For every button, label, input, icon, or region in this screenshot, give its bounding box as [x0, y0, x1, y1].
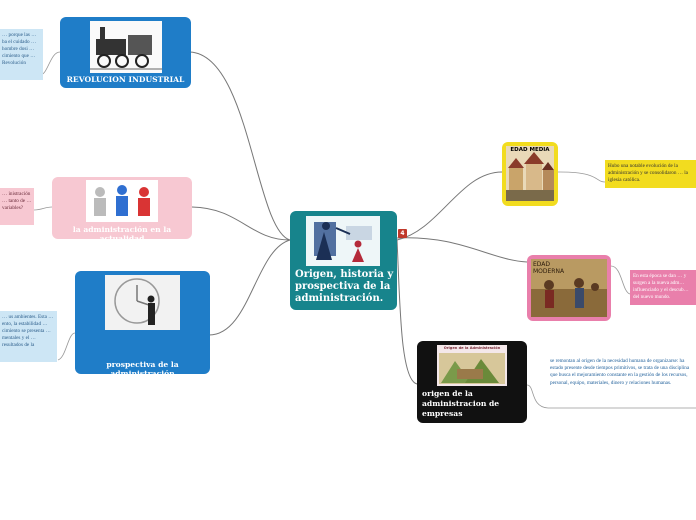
clock-businessman-image — [105, 275, 180, 330]
renaissance-painting-image — [531, 259, 607, 317]
topic-revolucion-industrial[interactable]: REVOLUCION INDUSTRIAL — [60, 17, 191, 88]
topic-prospectiva-label: prospectiva de la administración — [106, 360, 179, 378]
topic-edad-moderna-label: EDAD MODERNA — [533, 261, 565, 275]
topic-administracion-actualidad-label: la administración en la actualidad — [72, 225, 172, 243]
topic-origen-administracion-empresas[interactable]: Origen de la Administración origen de la… — [417, 341, 527, 423]
medieval-town-image — [506, 146, 554, 201]
origen-administracion-image — [437, 345, 507, 386]
topic-administracion-actualidad[interactable]: la administración en la actualidad — [52, 177, 192, 243]
central-topic[interactable]: Origen, historia y prospectiva de la adm… — [290, 211, 397, 310]
topic-edad-media[interactable]: EDAD MEDIA — [502, 142, 558, 206]
note-revolucion-industrial[interactable]: … porque las … ba el cuidado … hombre do… — [0, 29, 43, 80]
note-edad-moderna[interactable]: En esta época se dan … y surgen a la nue… — [630, 270, 696, 305]
topic-edad-media-label: EDAD MEDIA — [510, 147, 550, 153]
central-topic-image — [306, 216, 380, 266]
note-administracion-actualidad[interactable]: … inistración … tanto de … variables? — [0, 188, 34, 225]
topic-prospectiva[interactable]: prospectiva de la administración — [75, 271, 210, 378]
note-prospectiva[interactable]: … us ambientes. Esta … ento, la estabili… — [0, 311, 57, 362]
central-topic-title: Origen, historia y prospectiva de la adm… — [295, 269, 394, 304]
puzzle-people-image — [86, 180, 158, 222]
collapse-count-badge[interactable]: 4 — [398, 229, 407, 238]
origen-image-caption: Origen de la Administración — [443, 346, 501, 350]
steam-locomotive-image — [90, 21, 162, 73]
note-edad-media[interactable]: Hubo una notable evolución de la adminis… — [605, 160, 696, 188]
topic-edad-moderna[interactable]: EDAD MODERNA — [527, 255, 611, 321]
topic-origen-label: origen de la administracion de empresas — [422, 389, 500, 418]
note-origen[interactable]: se remontan al origen de la necesidad hu… — [550, 358, 690, 386]
topic-revolucion-industrial-label: REVOLUCION INDUSTRIAL — [66, 75, 185, 84]
